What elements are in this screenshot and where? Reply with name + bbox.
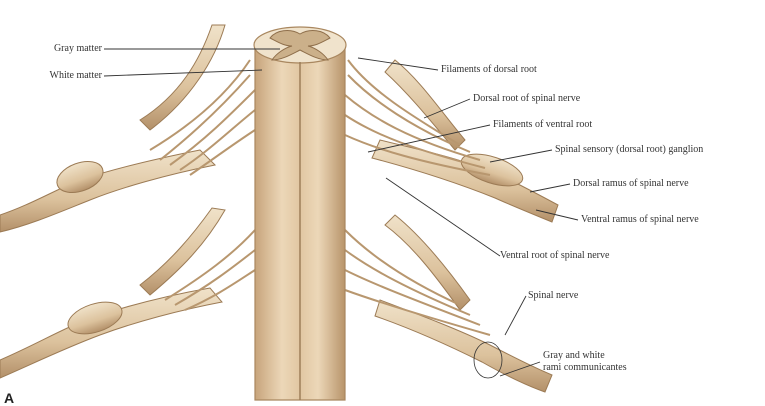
label-filaments-dorsal-root: Filaments of dorsal root [441, 64, 537, 75]
label-ventral-root: Ventral root of spinal nerve [500, 250, 609, 261]
label-filaments-ventral-root: Filaments of ventral root [493, 119, 592, 130]
label-rami-communicantes-2: rami communicantes [543, 362, 627, 373]
spinal-cord [254, 27, 346, 400]
label-dorsal-root: Dorsal root of spinal nerve [473, 93, 580, 104]
label-rami-communicantes-1: Gray and white [543, 350, 605, 361]
label-spinal-ganglion: Spinal sensory (dorsal root) ganglion [555, 144, 703, 155]
label-spinal-nerve: Spinal nerve [528, 290, 578, 301]
label-white-matter: White matter [8, 70, 102, 81]
label-ventral-ramus: Ventral ramus of spinal nerve [581, 214, 699, 225]
panel-letter: A [4, 390, 14, 406]
label-dorsal-ramus: Dorsal ramus of spinal nerve [573, 178, 689, 189]
label-gray-matter: Gray matter [8, 43, 102, 54]
